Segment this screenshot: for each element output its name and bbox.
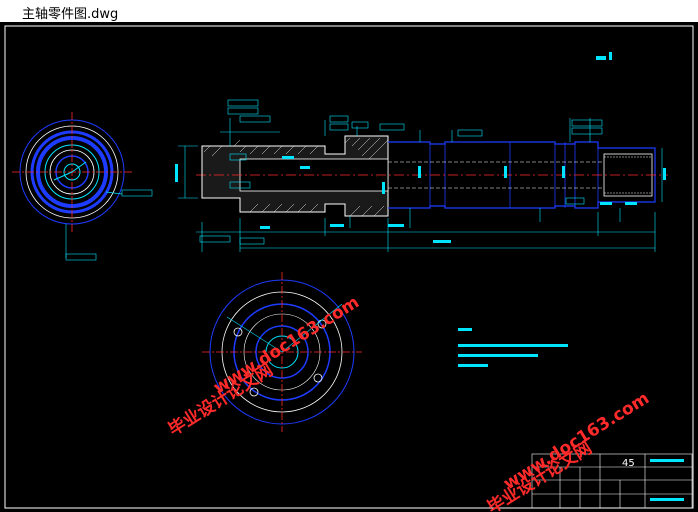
watermark-text: 毕业设计论文网 — [165, 359, 277, 440]
shaft-section-view — [196, 135, 668, 217]
dimension-text — [175, 156, 666, 243]
dimension-set-main — [178, 118, 663, 252]
window-title: 主轴零件图.dwg — [22, 7, 119, 22]
end-view-left — [12, 112, 153, 261]
title-block — [531, 453, 693, 509]
watermark-cn-1: 毕业设计论文网 — [165, 359, 277, 440]
flange-end-view — [202, 272, 362, 432]
tolerance-frames — [199, 99, 603, 245]
sheet-number: 45 — [622, 458, 635, 469]
roughness-note-mark — [596, 56, 606, 60]
watermark-cn-2: 毕业设计论文网 — [484, 437, 596, 512]
technical-notes — [458, 328, 568, 367]
watermark-text: 毕业设计论文网 — [484, 437, 596, 512]
cad-drawing: 45 www.doc163.com 毕业设计论文网 www.doc163.com… — [4, 25, 694, 512]
drawing-viewport[interactable]: 45 www.doc163.com 毕业设计论文网 www.doc163.com… — [0, 22, 698, 512]
window-titlebar: 主轴零件图.dwg — [0, 0, 698, 23]
drawing-frame — [4, 25, 694, 509]
